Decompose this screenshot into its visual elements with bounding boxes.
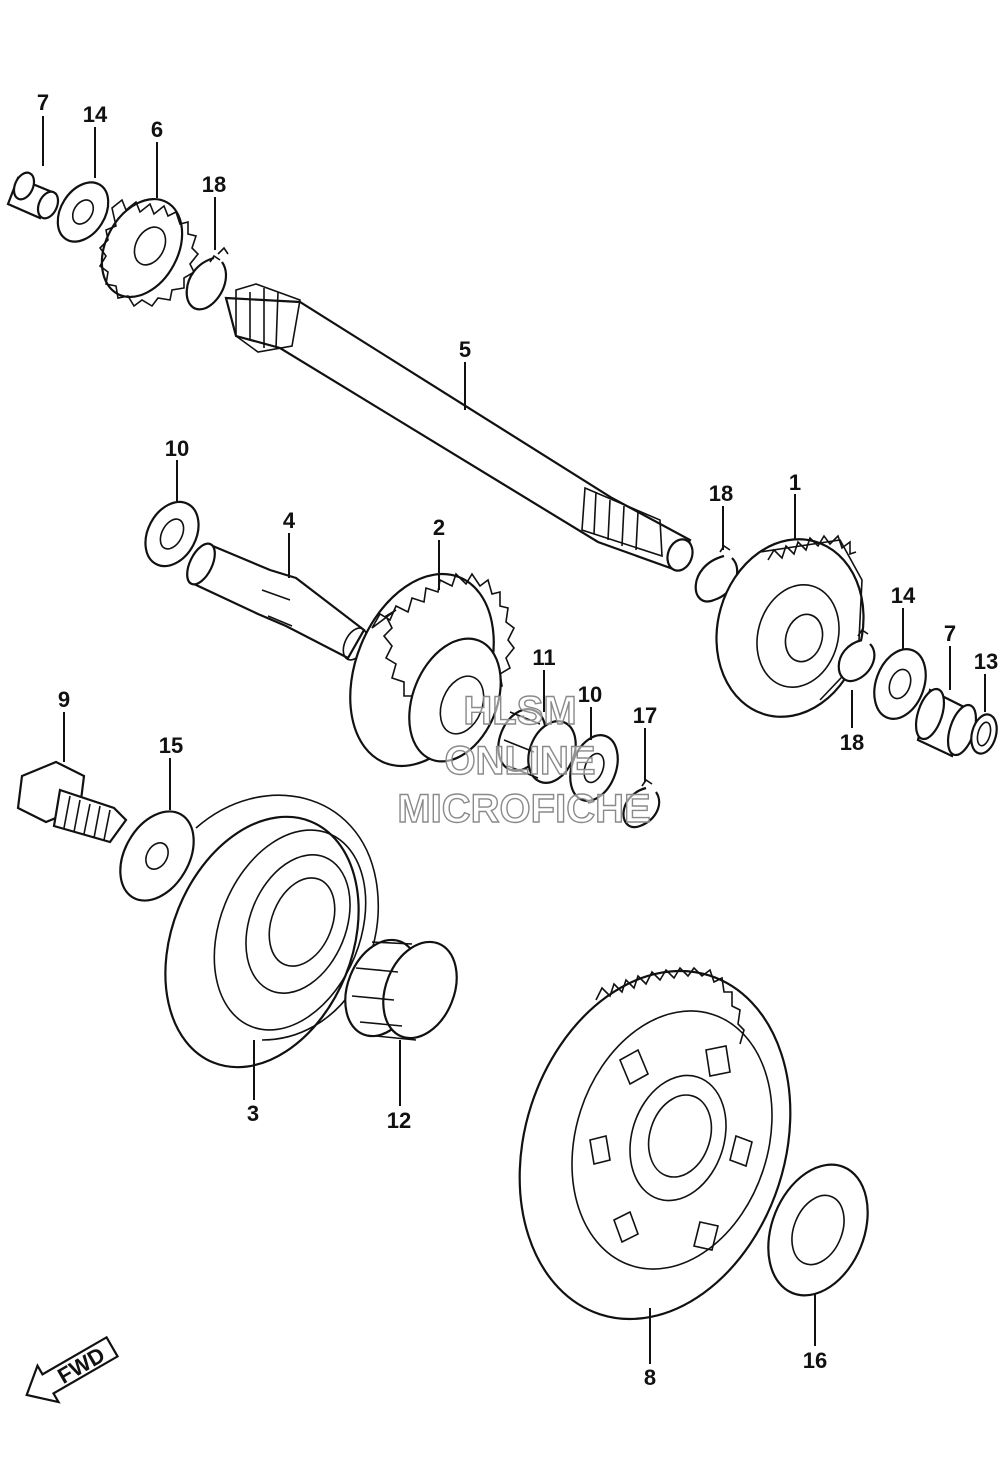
fwd-direction-arrow: FWD: [25, 1335, 120, 1404]
part-11-needle-bearing[interactable]: [490, 702, 585, 790]
part-14-washer-right[interactable]: [865, 642, 935, 726]
part-14-washer-top[interactable]: [47, 173, 118, 251]
part-7-bushing-top[interactable]: [6, 170, 62, 222]
part-15-washer[interactable]: [105, 798, 208, 913]
label-9: 9: [58, 687, 70, 712]
part-9-bolt[interactable]: [16, 760, 128, 844]
label-8: 8: [644, 1365, 656, 1390]
label-1: 1: [789, 470, 801, 495]
watermark-line-1: HLSM: [463, 689, 576, 733]
label-17: 17: [633, 703, 657, 728]
part-2-double-gear[interactable]: [323, 553, 520, 788]
label-14-right: 14: [891, 583, 916, 608]
part-8-large-gear[interactable]: [476, 936, 833, 1355]
leader-lines: [42, 116, 986, 1364]
part-12-needle-cage[interactable]: [332, 929, 471, 1049]
label-7-top: 7: [37, 90, 49, 115]
part-16-large-washer[interactable]: [750, 1150, 886, 1311]
part-number-labels: 7 14 6 18 5 10 4 2 18 1 11 10 17 18 14 7…: [37, 90, 998, 1390]
part-10-washer-left[interactable]: [135, 493, 209, 576]
label-5: 5: [459, 337, 471, 362]
label-3: 3: [247, 1101, 259, 1126]
part-4-pin-shaft[interactable]: [181, 539, 371, 663]
part-13-ring[interactable]: [967, 712, 1000, 757]
part-18-circlip-top[interactable]: [185, 246, 229, 311]
label-12: 12: [387, 1108, 411, 1133]
part-10-washer-right[interactable]: [562, 729, 627, 808]
label-16: 16: [803, 1348, 827, 1373]
label-6: 6: [151, 117, 163, 142]
label-10-right: 10: [578, 682, 602, 707]
label-15: 15: [159, 733, 183, 758]
part-5-long-shaft[interactable]: [224, 283, 697, 574]
label-10-left: 10: [165, 436, 189, 461]
part-3-ball-bearing[interactable]: [130, 788, 394, 1096]
label-13: 13: [974, 649, 998, 674]
label-2: 2: [433, 515, 445, 540]
label-11: 11: [532, 645, 555, 670]
part-6-small-gear[interactable]: [86, 185, 200, 311]
watermark-line-2: ONLINE: [444, 739, 595, 783]
label-7-right: 7: [944, 621, 956, 646]
watermark: HLSM ONLINE MICROFICHE: [397, 688, 652, 831]
label-4: 4: [283, 508, 296, 533]
label-18-mid: 18: [709, 481, 733, 506]
label-14-top: 14: [83, 102, 108, 127]
watermark-line-3: MICROFICHE: [397, 787, 650, 831]
label-18-right: 18: [840, 730, 864, 755]
part-17-circlip[interactable]: [622, 778, 661, 829]
part-1-large-gear[interactable]: [696, 522, 884, 735]
part-7-bushing-right[interactable]: [911, 686, 982, 759]
part-18-circlip-right[interactable]: [837, 628, 876, 683]
label-18-top: 18: [202, 172, 226, 197]
